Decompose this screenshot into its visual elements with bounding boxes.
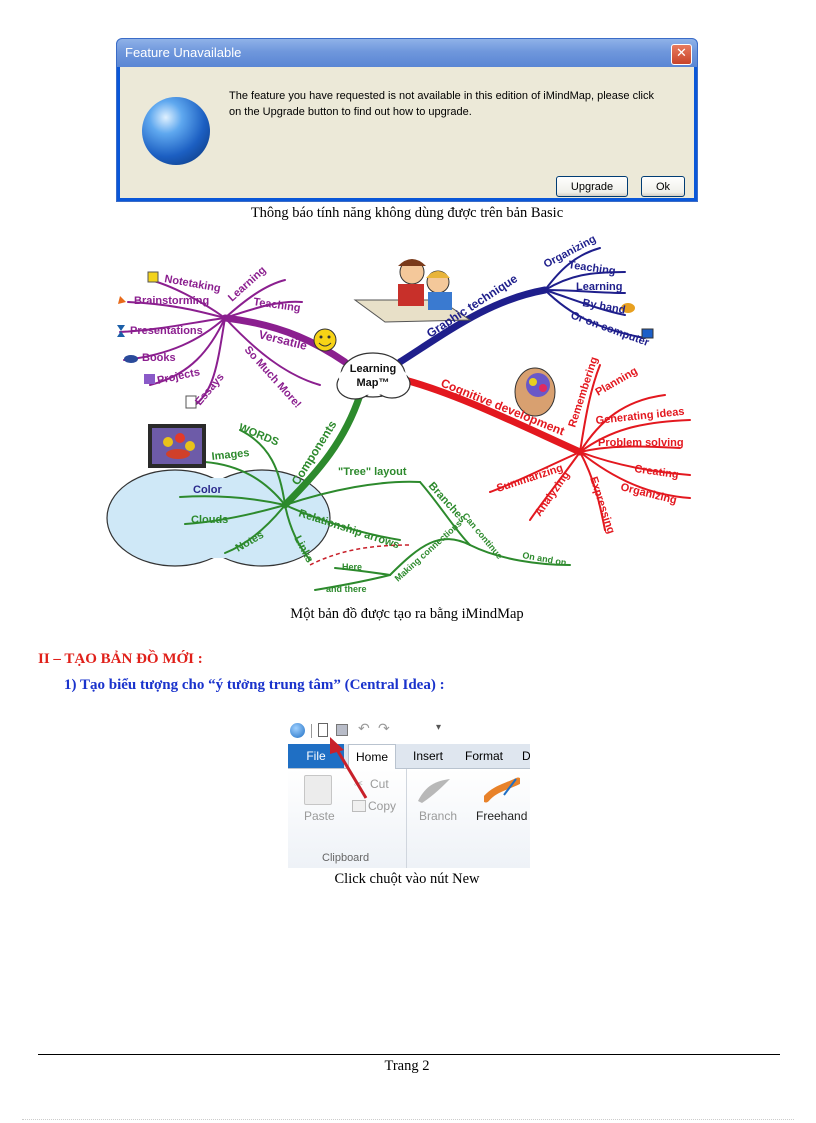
label-can-continue: Can continue: [460, 511, 504, 561]
label-projects: Projects: [156, 366, 201, 387]
label-tree-layout: "Tree" layout: [338, 466, 407, 478]
branch-icon[interactable]: [416, 775, 452, 805]
relationship-arrow: [309, 544, 411, 566]
label-books: Books: [142, 352, 176, 364]
cognitive-branches: [401, 364, 691, 531]
undo-icon[interactable]: ↶: [358, 721, 370, 737]
center-line-2: Map™: [357, 377, 390, 389]
freehand-label[interactable]: Freehand: [476, 809, 528, 823]
section-heading: II – TẠO BẢN ĐỒ MỚI :: [38, 651, 203, 667]
label-making-connections: Making connections: [393, 518, 464, 583]
label-learning-navy: Learning: [576, 281, 622, 293]
head-picture: [514, 367, 556, 417]
freehand-icon[interactable]: [484, 775, 520, 805]
versatile-branches: [119, 279, 349, 406]
label-on-and-on: On and on: [522, 550, 568, 568]
label-and-there: and there: [326, 584, 367, 594]
dialog-message: The feature you have requested is not av…: [229, 90, 654, 118]
paste-icon[interactable]: [304, 775, 332, 805]
tab-insert[interactable]: Insert: [412, 749, 443, 763]
globe-icon: [142, 97, 210, 165]
new-document-icon[interactable]: [318, 723, 328, 737]
label-so-much-more: So Much More!: [242, 344, 304, 411]
label-creating: Creating: [634, 463, 680, 481]
footer-rule: [38, 1054, 780, 1055]
ribbon-screenshot: ↶ ↷ ▾ File Home Insert Format D Paste ✂ …: [288, 720, 530, 868]
label-clouds: Clouds: [191, 514, 228, 526]
upgrade-button[interactable]: Upgrade: [556, 176, 628, 197]
mind-map-image: Learning Map™ Versatile Notetaking Brain…: [106, 233, 691, 594]
center-line-1: Learning: [350, 363, 396, 375]
cut-label[interactable]: Cut: [370, 777, 389, 791]
graphic-branches: [396, 247, 646, 366]
close-icon[interactable]: ✕: [671, 44, 692, 65]
page-edge: [22, 1119, 794, 1120]
customize-toolbar-icon[interactable]: ▾: [436, 722, 442, 733]
section-subheading: 1) Tạo biểu tượng cho “ý tưởng trung tâm…: [64, 677, 445, 693]
clipboard-group-label: Clipboard: [322, 852, 370, 864]
quick-access-toolbar: ↶ ↷ ▾: [288, 720, 530, 742]
label-teaching-purple: Teaching: [253, 296, 302, 314]
students-picture: [353, 259, 472, 323]
group-divider: [406, 769, 407, 868]
dialog-title-bar: Feature Unavailable: [117, 39, 697, 67]
save-icon[interactable]: [336, 724, 348, 736]
toolbar-separator: [311, 724, 312, 738]
dialog-title: Feature Unavailable: [125, 45, 242, 60]
copy-label[interactable]: Copy: [368, 799, 397, 813]
tab-d[interactable]: D: [522, 749, 530, 763]
smiley-icon: [313, 328, 337, 352]
label-by-hand: By hand: [581, 297, 626, 316]
label-problem-solving: Problem solving: [598, 437, 684, 449]
copy-icon[interactable]: [352, 800, 366, 812]
label-generating-ideas: Generating ideas: [595, 406, 685, 427]
tab-format[interactable]: Format: [464, 749, 503, 763]
components-branches: [179, 391, 571, 591]
mindmap-caption: Một bản đồ được tạo ra bằng iMindMap: [290, 606, 524, 622]
dialog-body: The feature you have requested is not av…: [120, 67, 694, 198]
feature-unavailable-dialog: Feature Unavailable ✕ The feature you ha…: [116, 38, 698, 202]
ribbon-tab-strip: File Home Insert Format D: [288, 744, 530, 769]
label-planning: Planning: [594, 365, 640, 399]
paste-label[interactable]: Paste: [304, 809, 335, 823]
label-images: Images: [211, 447, 250, 463]
dialog-caption: Thông báo tính năng không dùng được trên…: [250, 205, 564, 221]
page-number: Trang 2: [384, 1058, 430, 1074]
label-or-on-computer: Or on computer: [569, 310, 651, 350]
label-brainstorming: Brainstorming: [134, 295, 209, 307]
label-teaching-navy: Teaching: [568, 259, 617, 277]
label-expressing: Expressing: [587, 475, 617, 535]
tab-home[interactable]: Home: [348, 744, 396, 769]
app-menu-icon[interactable]: [290, 723, 305, 738]
label-organizing-red: Organizing: [619, 481, 678, 507]
ribbon-body: Paste ✂ Cut Copy Branch Freehand Clipboa…: [288, 769, 530, 868]
label-presentations: Presentations: [130, 325, 203, 337]
redo-icon[interactable]: ↷: [378, 721, 390, 737]
label-words: WORDS: [237, 422, 281, 449]
small-icons: [117, 271, 654, 409]
central-cloud: Learning Map™: [336, 352, 411, 400]
label-color: Color: [193, 484, 222, 496]
ok-button[interactable]: Ok: [641, 176, 685, 197]
flower-picture: [148, 424, 206, 468]
ribbon-caption: Click chuột vào nút New: [334, 871, 480, 887]
label-notetaking: Notetaking: [163, 273, 221, 295]
red-arrow: [330, 737, 368, 799]
branch-label[interactable]: Branch: [419, 809, 458, 823]
label-here: Here: [342, 562, 362, 572]
